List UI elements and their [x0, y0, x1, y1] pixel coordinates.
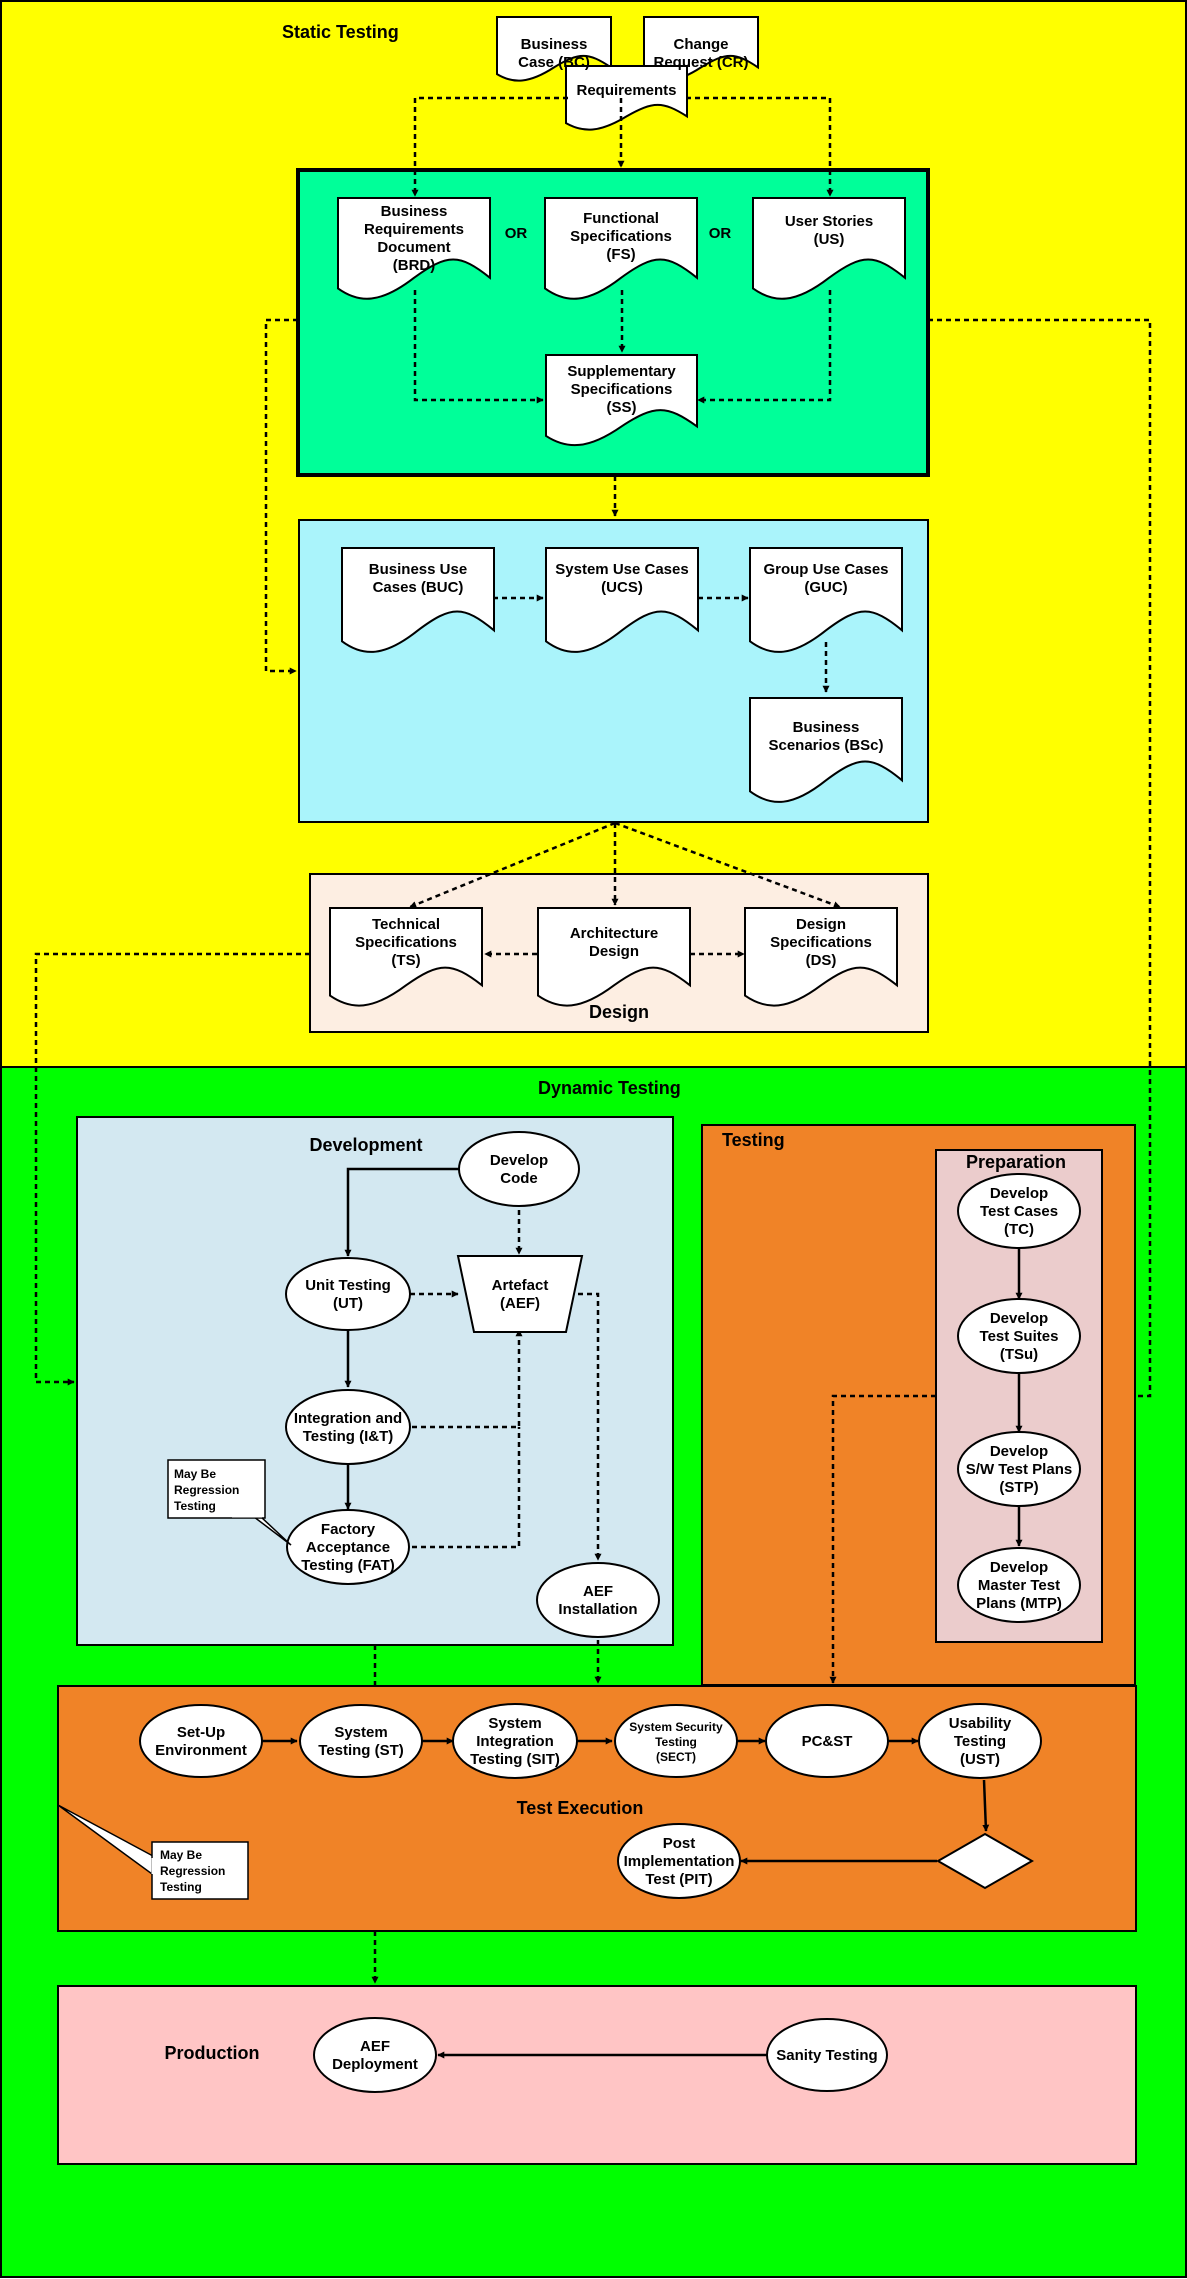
- sit-node: [452, 1703, 578, 1779]
- develop-code-node: [458, 1131, 580, 1207]
- sanity-testing-node-label: Sanity Testing: [776, 2047, 877, 2064]
- us-document-label: User Stories(US): [785, 213, 873, 248]
- aef-deployment-node: [313, 2017, 437, 2093]
- ucs-document-label: System Use Cases(UCS): [555, 561, 688, 596]
- ts-document: [329, 907, 483, 1007]
- integration-testing-node: [285, 1389, 411, 1465]
- pcst-node-label: PC&ST: [802, 1733, 853, 1750]
- or-label-2: OR: [709, 225, 732, 242]
- fs-document: [544, 197, 698, 300]
- artefact-label: Artefact(AEF): [492, 1277, 549, 1312]
- unit-testing-node: [285, 1257, 411, 1331]
- dev-regression-callout: [167, 1459, 292, 1546]
- or-label-1: OR: [505, 225, 528, 242]
- us-document: [752, 197, 906, 300]
- develop-test-cases-node: [957, 1173, 1081, 1249]
- sect-node: [614, 1704, 738, 1778]
- dynamic-connectors: [262, 1167, 1023, 2059]
- test-execution-label: Test Execution: [517, 1798, 644, 1818]
- dynamic-testing-label: Dynamic Testing: [538, 1078, 681, 1098]
- ad-document: [537, 907, 691, 1007]
- bsc-document: [749, 697, 903, 803]
- requirements-document-label: Requirements: [576, 82, 676, 99]
- production-box: [57, 1985, 1137, 2165]
- pcst-node: [765, 1704, 889, 1778]
- ss-document: [545, 354, 698, 447]
- decision-diamond: [935, 1832, 1035, 1890]
- static-testing-label: Static Testing: [282, 22, 399, 42]
- static-connectors: [34, 96, 1152, 1400]
- buc-document: [341, 547, 495, 653]
- develop-master-plans-node: [957, 1547, 1081, 1623]
- bc-document: [496, 16, 612, 82]
- production-label: Production: [165, 2043, 260, 2063]
- requirements-document: [565, 65, 688, 131]
- artefact-shape: [456, 1255, 584, 1333]
- unit-testing-node-label: Unit Testing(UT): [305, 1277, 391, 1312]
- development-label: Development: [309, 1135, 422, 1155]
- setup-environment-node: [139, 1704, 263, 1778]
- ds-document: [744, 907, 898, 1007]
- develop-test-plans-node: [957, 1431, 1081, 1507]
- pit-node: [617, 1823, 741, 1899]
- exec-regression-callout: [57, 1804, 249, 1900]
- testing-label: Testing: [722, 1130, 785, 1150]
- sanity-testing-node: [766, 2018, 888, 2092]
- brd-document: [337, 197, 491, 300]
- preparation-label: Preparation: [966, 1152, 1066, 1172]
- ust-node: [918, 1703, 1042, 1779]
- develop-test-suites-node: [957, 1298, 1081, 1374]
- system-testing-node: [299, 1704, 423, 1778]
- guc-document-label: Group Use Cases(GUC): [763, 561, 888, 596]
- design-label: Design: [589, 1002, 649, 1022]
- aef-installation-node: [536, 1562, 660, 1638]
- ucs-document: [545, 547, 699, 653]
- guc-document: [749, 547, 903, 653]
- fat-node: [286, 1509, 410, 1585]
